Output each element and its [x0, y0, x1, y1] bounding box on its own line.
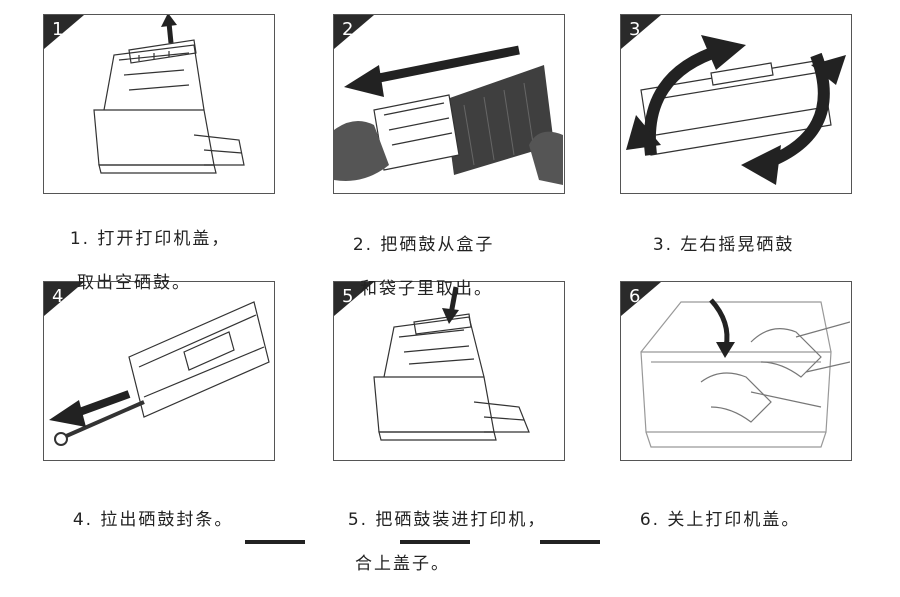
step-1-caption-line2: 取出空硒鼓。: [77, 273, 191, 293]
step-6-panel: 6: [620, 281, 852, 461]
step-6-caption-line1: 6. 关上打印机盖。: [639, 510, 801, 530]
step-6-caption: 6. 关上打印机盖。: [625, 487, 800, 531]
cartridge-from-bag-illustration: [334, 45, 563, 185]
step-1-number: 1: [52, 19, 64, 40]
step-2-caption-line2: 和袋子里取出。: [360, 279, 493, 299]
step-2-caption: 2. 把硒鼓从盒子 和袋子里取出。: [338, 212, 494, 322]
insert-cartridge-illustration: [373, 286, 530, 441]
step-2-number: 2: [342, 19, 354, 40]
step-2-panel: 2: [333, 14, 565, 194]
step-6-number: 6: [629, 286, 641, 307]
step-5-badge: 5: [334, 282, 374, 316]
left-arrow-icon: [368, 45, 520, 85]
step-5-caption-line2: 合上盖子。: [355, 554, 450, 574]
step-1-panel: 1: [43, 14, 275, 194]
up-arrow-icon: [166, 22, 174, 44]
printer-open-remove-cartridge-illustration: [93, 15, 245, 174]
step-3-badge: 3: [621, 15, 661, 49]
step-4-badge: 4: [44, 282, 84, 316]
step-2-badge: 2: [334, 15, 374, 49]
step-5-panel: 5: [333, 281, 565, 461]
step-6-badge: 6: [621, 282, 661, 316]
step-4-panel: 4: [43, 281, 275, 461]
step-1-caption: 1. 打开打印机盖， 取出空硒鼓。: [55, 206, 230, 316]
tape-pull-ring-icon: [54, 432, 68, 446]
step-3-caption-line1: 3. 左右摇晃硒鼓: [652, 235, 795, 255]
step-4-caption: 4. 拉出硒鼓封条。: [58, 487, 233, 531]
step-3-caption: 3. 左右摇晃硒鼓: [638, 212, 794, 256]
step-5-caption-line1: 5. 把硒鼓装进打印机，: [347, 510, 547, 530]
shake-cartridge-illustration: [626, 35, 846, 185]
close-printer-lid-illustration: [640, 298, 850, 448]
step-2-caption-line1: 2. 把硒鼓从盒子: [352, 235, 495, 255]
step-4-caption-line1: 4. 拉出硒鼓封条。: [72, 510, 234, 530]
step-1-caption-line1: 1. 打开打印机盖，: [69, 229, 231, 249]
step-3-number: 3: [629, 19, 641, 40]
close-down-arrow-icon: [709, 298, 730, 348]
right-hand-icon: [529, 131, 563, 185]
step-5-number: 5: [342, 286, 354, 307]
bottom-edge-marks: [245, 540, 600, 544]
pull-arrow-icon: [72, 390, 131, 418]
step-4-number: 4: [52, 286, 64, 307]
step-1-badge: 1: [44, 15, 84, 49]
pull-sealing-tape-illustration: [49, 301, 270, 446]
sealing-tape: [63, 400, 145, 439]
step-3-panel: 3: [620, 14, 852, 194]
left-hand-icon: [334, 121, 389, 181]
